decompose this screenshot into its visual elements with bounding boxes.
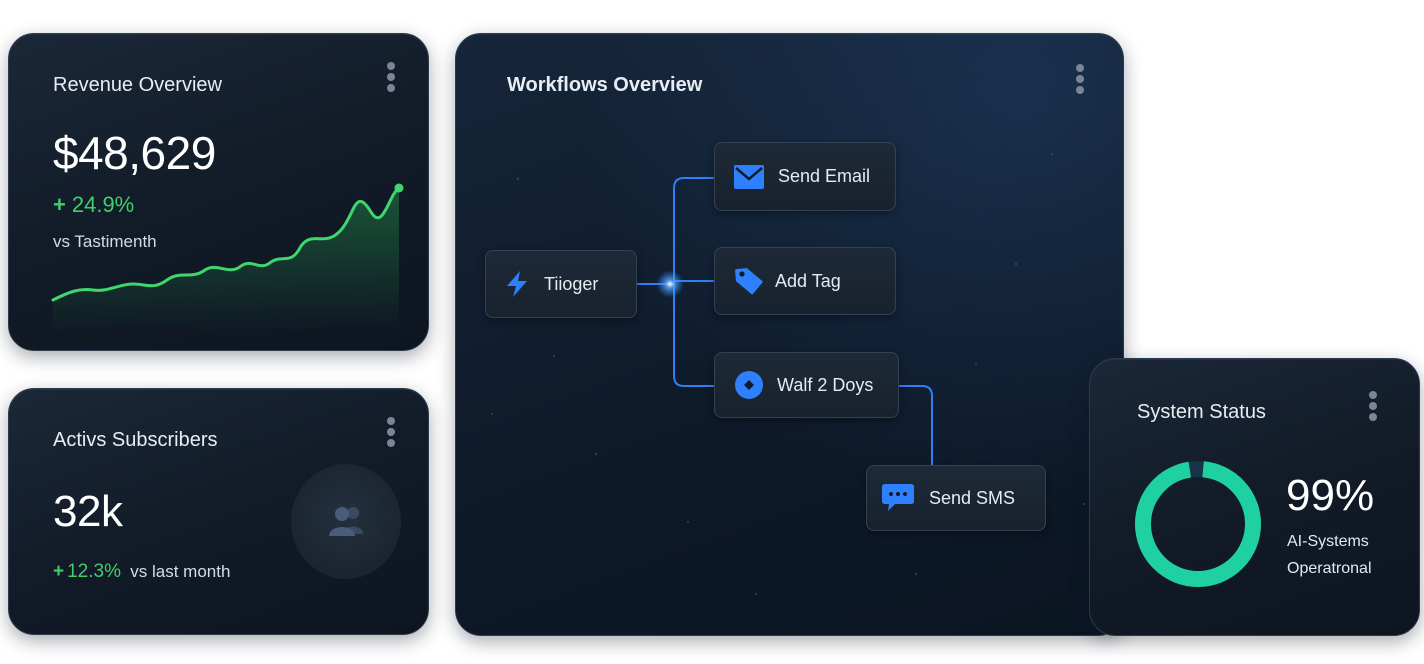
revenue-change-value: 24.9% <box>71 192 135 217</box>
subscribers-change-value: 12.3% <box>67 561 121 582</box>
workflows-title: Workflows Overview <box>507 74 703 96</box>
node-add-tag[interactable]: Add Tag <box>714 247 896 315</box>
system-status-menu-icon[interactable] <box>1369 391 1377 421</box>
subscribers-title: Activs Subscribers <box>53 429 218 451</box>
arrow-up-icon: + <box>53 561 65 582</box>
uptime-ring <box>1135 461 1261 587</box>
system-status-card: System Status 99% AI-Systems Operatronal <box>1089 358 1420 636</box>
connector-hub-glow <box>656 270 684 298</box>
subscribers-card: Activs Subscribers 32k +12.3% vs last mo… <box>8 388 429 635</box>
subscribers-comparison: vs last month <box>130 562 231 581</box>
node-send-sms[interactable]: Send SMS <box>866 465 1046 531</box>
workflow-connectors <box>637 177 933 466</box>
lightning-icon <box>502 269 532 299</box>
clock-icon <box>733 369 765 401</box>
subscribers-value: 32k <box>53 487 123 536</box>
sparkline-endpoint <box>394 183 404 193</box>
uptime-ring-arc <box>1135 461 1261 587</box>
node-trigger-label: Tiioger <box>544 273 599 294</box>
revenue-value: $48,629 <box>53 127 216 179</box>
revenue-card: Revenue Overview $48,629 +24.9% vs Tasti… <box>8 33 429 351</box>
revenue-change: +24.9% <box>53 192 134 218</box>
connector-wait-sms <box>899 385 933 466</box>
workflows-menu-icon[interactable] <box>1076 64 1084 94</box>
status-line-2: Operatronal <box>1287 560 1372 577</box>
node-send-sms-label: Send SMS <box>929 487 1016 508</box>
node-wait-label: Walf 2 Doys <box>777 374 874 395</box>
users-avatar <box>291 464 401 579</box>
uptime-percent: 99% <box>1286 471 1375 520</box>
node-send-email-label: Send Email <box>778 166 871 186</box>
subscribers-menu-icon[interactable] <box>387 417 395 447</box>
connector-hub-wait <box>673 284 714 387</box>
mail-icon <box>733 162 765 192</box>
revenue-sparkline <box>51 183 404 334</box>
chat-bubble-icon <box>881 481 915 515</box>
status-line-1: AI-Systems <box>1287 533 1369 550</box>
revenue-comparison: vs Tastimenth <box>53 232 157 251</box>
node-add-tag-label: Add Tag <box>775 270 841 291</box>
revenue-title: Revenue Overview <box>53 74 222 96</box>
tag-icon <box>733 266 765 296</box>
connector-hub-email <box>673 177 714 284</box>
system-status-title: System Status <box>1137 401 1266 423</box>
node-send-email[interactable]: Send Email <box>714 142 896 211</box>
revenue-menu-icon[interactable] <box>387 62 395 92</box>
subscribers-change: +12.3% vs last month <box>53 561 230 583</box>
sparkline-line <box>51 186 401 302</box>
sparkline-area <box>53 188 399 334</box>
users-icon <box>329 507 363 536</box>
arrow-up-icon: + <box>53 192 66 217</box>
background-dots <box>491 153 1086 595</box>
node-wait[interactable]: Walf 2 Doys <box>714 352 899 418</box>
node-trigger[interactable]: Tiioger <box>485 250 637 318</box>
workflows-card: Workflows Overview <box>455 33 1124 636</box>
